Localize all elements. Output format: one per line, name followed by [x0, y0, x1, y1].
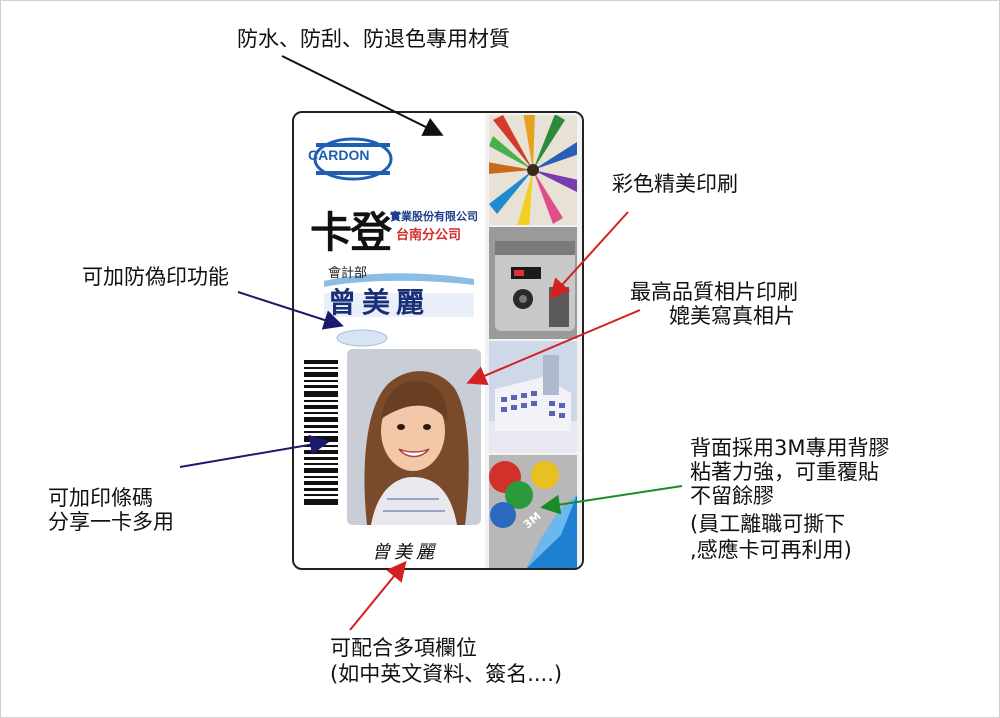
label-fields-1: 可配合多項欄位 — [330, 636, 477, 660]
arrow-fields — [349, 560, 407, 631]
label-backing-5: ,感應卡可再利用) — [690, 538, 852, 562]
arrow-barcode — [179, 434, 330, 468]
pencils-image — [489, 115, 577, 225]
cardon-logo-icon — [313, 137, 393, 181]
photo-strip — [485, 113, 582, 568]
label-backing-4: (員工離職可撕下 — [690, 512, 846, 536]
label-backing-1: 背面採用3M專用背膠 — [690, 436, 890, 460]
arrow-color-print — [549, 211, 629, 299]
signature: 曾美麗 — [372, 542, 438, 563]
brand-name: 卡登 — [310, 208, 392, 257]
id-card: CARDON 卡登 實業股份有限公司 台南分公司 會計部 曾美麗 — [292, 111, 584, 570]
company-name: 實業股份有限公司 — [390, 210, 478, 223]
label-photo-print-1: 最高品質相片印刷 — [630, 280, 798, 304]
department-label: 會計部 — [328, 266, 368, 281]
portrait-image — [347, 349, 481, 525]
label-backing-3: 不留餘膠 — [690, 484, 774, 508]
label-material: 防水、防刮、防退色專用材質 — [237, 27, 510, 51]
label-backing-2: 粘著力強，可重覆貼 — [690, 460, 879, 484]
logo-text: CARDON — [308, 147, 370, 163]
label-anti-fake: 可加防偽印功能 — [82, 265, 229, 289]
arrow-backing — [540, 485, 683, 515]
hologram-icon — [336, 329, 388, 347]
label-barcode-2: 分享一卡多用 — [48, 510, 174, 534]
label-photo-print-2: 媲美寫真相片 — [669, 304, 795, 328]
name-swoosh — [324, 273, 474, 317]
employee-name: 曾美麗 — [328, 286, 431, 319]
arrow-photo-print — [466, 309, 641, 385]
label-fields-2: (如中英文資料、簽名....) — [330, 662, 563, 686]
curl-image — [489, 455, 577, 568]
barcode-icon — [304, 360, 338, 505]
label-barcode-1: 可加印條碼 — [48, 486, 153, 510]
arrow-anti-fake — [237, 291, 344, 330]
employee-photo — [347, 349, 481, 525]
label-color-print: 彩色精美印刷 — [612, 172, 738, 196]
arrow-material — [281, 55, 444, 136]
branch-name: 台南分公司 — [396, 228, 462, 243]
building-image — [489, 341, 577, 453]
printer-image — [489, 227, 577, 339]
